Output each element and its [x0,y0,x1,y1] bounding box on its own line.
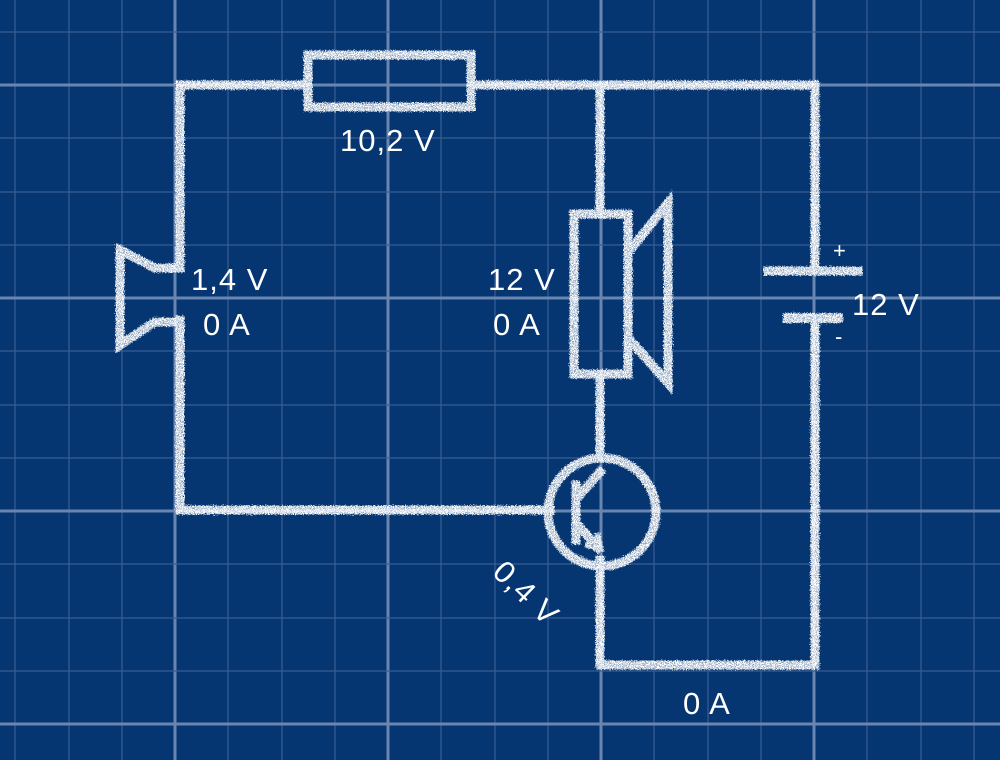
wire-emitter-bottom [595,315,820,670]
speaker-cone [623,190,673,395]
battery-plus-sign: + [833,238,847,263]
bottom-current-label: 0 A [683,686,731,721]
wire-top-right [468,80,820,275]
speaker-body [569,209,633,379]
battery-voltage-label: 12 V [852,287,920,322]
transistor-emitter-arrow [584,532,604,553]
buzzer-current-label: 0 A [203,307,251,342]
resistor-voltage-label: 10,2 V [340,123,436,158]
transistor-circle [543,453,661,571]
speaker-current-label: 0 A [493,307,541,342]
battery-minus-sign: - [835,324,844,349]
transistor-collector-leg [571,465,607,504]
speaker-voltage-label: 12 V [488,262,556,297]
wire-top-left [175,80,311,255]
buzzer-symbol [115,242,185,354]
buzzer-voltage-label: 1,4 V [191,262,269,297]
wire-left-bottom [175,315,555,515]
resistor-symbol [303,50,476,112]
